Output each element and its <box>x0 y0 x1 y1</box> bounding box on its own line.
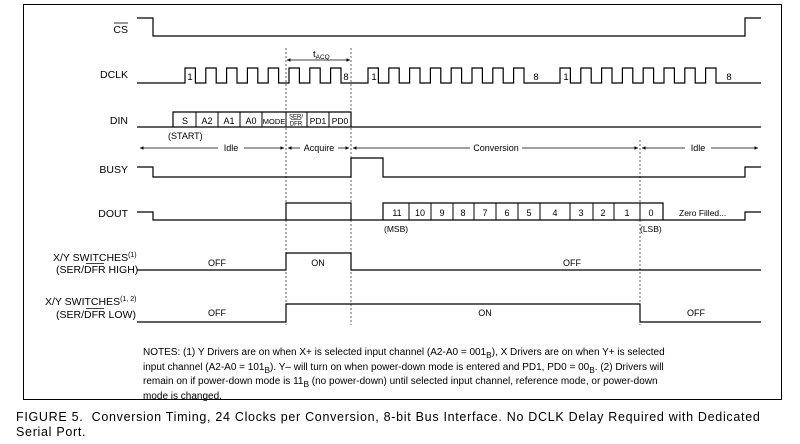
dout-waveform <box>137 202 761 221</box>
dout-bit: 8 <box>460 208 465 218</box>
dclk-mark: 8 <box>726 72 731 83</box>
din-bit: MODE <box>263 117 286 126</box>
din-bits: S A2 A1 A0 MODE SER/ DFR PD1 PD0 <box>182 115 349 128</box>
dclk-waveform <box>137 67 761 84</box>
dout-bit: 6 <box>504 208 509 218</box>
din-bit: PD0 <box>332 116 349 126</box>
notes-line-4: mode is changed. <box>143 390 222 402</box>
switch-state: OFF <box>563 258 581 268</box>
svg-text:(SER/DFR HIGH): (SER/DFR HIGH) <box>56 264 138 276</box>
svg-text:(SER/DFR LOW): (SER/DFR LOW) <box>56 309 136 321</box>
switches-high-waveform <box>137 252 761 271</box>
switch-state: ON <box>478 308 492 318</box>
svg-text:X/Y SWITCHES(1, 2): X/Y SWITCHES(1, 2) <box>45 296 136 308</box>
dout-bit: 0 <box>648 208 653 218</box>
dout-bit: 5 <box>526 208 531 218</box>
timing-diagram: CS DCLK DIN BUSY DOUT X/Y SWITCHES(1) (S… <box>45 17 761 325</box>
dout-bit: 4 <box>552 208 557 218</box>
dclk-mark: 1 <box>563 72 568 83</box>
lsb-label: (LSB) <box>640 224 662 234</box>
switch-state: OFF <box>687 308 705 318</box>
switches-high-label: X/Y SWITCHES(1) (SER/DFR HIGH) <box>53 252 138 276</box>
phase-labels: Idle Acquire Conversion Idle <box>218 142 711 153</box>
dclk-mark: 8 <box>533 72 538 83</box>
zero-filled-label: Zero Filled... <box>679 208 726 218</box>
phase-label: Conversion <box>473 143 519 153</box>
dclk-pulse-numbers: 1 8 1 8 1 8 <box>187 72 731 83</box>
svg-text:X/Y SWITCHES(1): X/Y SWITCHES(1) <box>53 252 137 264</box>
dclk-mark: 8 <box>343 72 348 83</box>
dout-bit: 10 <box>415 208 425 218</box>
dclk-label: DCLK <box>100 69 128 81</box>
din-bit: A0 <box>245 116 256 126</box>
switches-low-label: X/Y SWITCHES(1, 2) (SER/DFR LOW) <box>45 296 136 321</box>
din-bit: S <box>182 116 188 126</box>
tacq-marker: tACQ <box>287 49 350 62</box>
start-label: (START) <box>168 131 203 141</box>
switch-state: OFF <box>208 258 226 268</box>
din-bit: A1 <box>223 116 234 126</box>
notes: NOTES: (1) Y Drivers are on when X+ is s… <box>143 347 743 402</box>
switches-high-states: OFF ON OFF <box>208 258 581 268</box>
dout-bit: 1 <box>624 208 629 218</box>
dout-bit: 7 <box>482 208 487 218</box>
switch-state: ON <box>311 258 325 268</box>
dclk-mark: 1 <box>187 72 192 83</box>
din-bit-dividers <box>195 112 330 127</box>
din-bit: SER/ <box>289 115 303 121</box>
busy-waveform <box>137 157 761 178</box>
din-bit: DFR <box>290 122 303 128</box>
dout-bit: 9 <box>439 208 444 218</box>
notes-line-1: NOTES: (1) Y Drivers are on when X+ is s… <box>143 347 665 360</box>
figure-frame <box>23 4 782 400</box>
dout-bits: 11 10 9 8 7 6 5 4 3 2 1 0 <box>392 208 653 218</box>
phase-label: Idle <box>224 143 239 153</box>
phase-label: Acquire <box>304 143 335 153</box>
svg-text:tACQ: tACQ <box>313 49 330 61</box>
signal-labels: CS DCLK DIN BUSY DOUT <box>98 22 129 220</box>
dout-label: DOUT <box>98 208 128 220</box>
notes-line-2: input channel (A2-A0 = 101B). Y– will tu… <box>143 361 664 375</box>
dclk-mark: 1 <box>371 72 376 83</box>
dout-bit: 11 <box>392 208 401 218</box>
figure-caption-text: Conversion Timing, 24 Clocks per Convers… <box>16 410 761 439</box>
dout-bit-dividers <box>408 203 641 220</box>
switches-low-states: OFF ON OFF <box>208 308 705 318</box>
switches-low-waveform <box>137 303 761 323</box>
din-bit: A2 <box>201 116 212 126</box>
din-bit: PD1 <box>310 116 327 126</box>
notes-line-3: remain on if power-down mode is 11B (no … <box>143 376 658 389</box>
din-label: DIN <box>110 115 128 127</box>
cs-waveform <box>137 17 761 37</box>
busy-label: BUSY <box>99 164 128 176</box>
cs-label: CS <box>113 24 128 36</box>
switch-state: OFF <box>208 308 226 318</box>
msb-label: (MSB) <box>384 224 408 234</box>
figure-caption: FIGURE 5. Conversion Timing, 24 Clocks p… <box>16 410 792 440</box>
figure-label: FIGURE 5. <box>16 410 84 424</box>
dout-bit: 2 <box>600 208 605 218</box>
phase-label: Idle <box>691 143 706 153</box>
dout-bit: 3 <box>578 208 583 218</box>
phase-boundaries <box>285 48 641 325</box>
